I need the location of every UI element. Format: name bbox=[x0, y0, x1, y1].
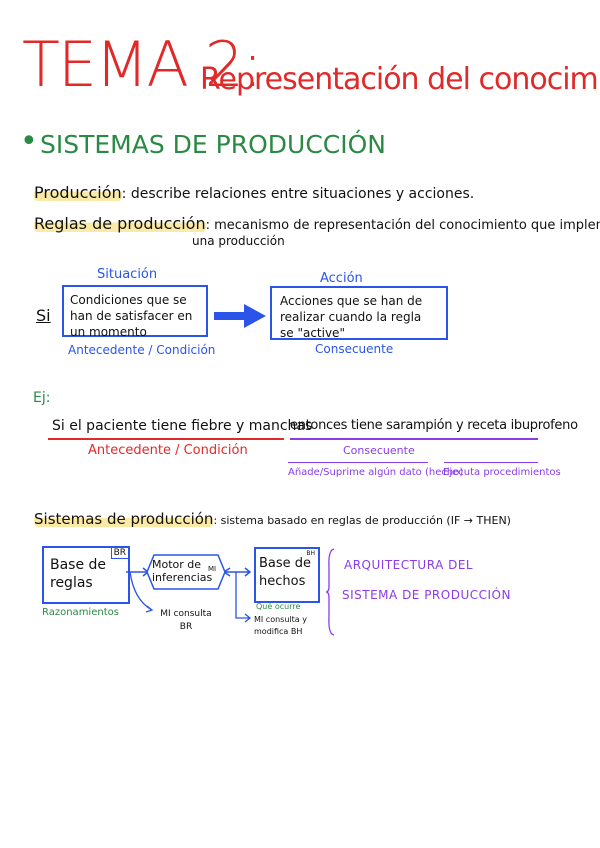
base-reglas-text: Base de reglas bbox=[50, 557, 107, 591]
example-label: Ej: bbox=[33, 390, 51, 406]
title-tema: TEMA 2: bbox=[22, 28, 263, 101]
consequent-label: Consecuente bbox=[315, 342, 394, 356]
definition-text: : sistema basado en reglas de producción… bbox=[213, 514, 511, 527]
definition-text: : describe relaciones entre situaciones … bbox=[121, 186, 475, 202]
title-subtitle: Representación del conocimiento bbox=[200, 62, 600, 97]
brace bbox=[326, 548, 335, 636]
consequent-underline bbox=[290, 438, 538, 440]
definition-text: : mecanismo de representación del conoci… bbox=[205, 218, 600, 233]
example-consequent: entonces tiene sarampión y receta ibupro… bbox=[290, 418, 578, 433]
section-heading: SISTEMAS DE PRODUCCIÓN bbox=[40, 130, 386, 159]
motor-hexagon bbox=[146, 554, 226, 590]
arch-line2: SISTEMA DE PRODUCCIÓN bbox=[342, 588, 511, 602]
antecedent-label: Antecedente / Condición bbox=[68, 343, 216, 357]
term: Reglas de producción bbox=[34, 214, 206, 233]
term: Sistemas de producción bbox=[34, 510, 214, 528]
base-hechos-text: Base de hechos bbox=[259, 556, 312, 589]
definition-reglas: Reglas de producción: mecanismo de repre… bbox=[34, 214, 600, 233]
example-antecedent: Si el paciente tiene fiebre y manchas bbox=[52, 418, 313, 434]
br-tag: BR bbox=[110, 548, 128, 559]
antecedent-underline bbox=[48, 438, 284, 440]
bh-note: Qué ocurre bbox=[256, 602, 301, 611]
bh-tag: BH bbox=[306, 550, 315, 557]
sub-underline-1 bbox=[288, 462, 428, 463]
mi-note: MI consulta BR bbox=[160, 609, 212, 632]
term: Producción bbox=[34, 183, 122, 202]
br-note: Razonamientos bbox=[42, 607, 119, 618]
bullet: • bbox=[20, 124, 38, 159]
example-sub1: Añade/Suprime algún dato (hecho) bbox=[288, 467, 464, 478]
motor-text: Motor de inferencias bbox=[152, 558, 213, 584]
condition-text: Condiciones que se han de satisfacer en … bbox=[70, 293, 193, 339]
sub-underline-2 bbox=[444, 462, 538, 463]
mi-tag: MI bbox=[208, 565, 217, 573]
arch-line1: ARQUITECTURA DEL bbox=[344, 558, 474, 572]
definition-produccion: Producción: describe relaciones entre si… bbox=[34, 183, 474, 202]
base-reglas-box: Base de reglas BR bbox=[42, 546, 130, 604]
base-hechos-box: Base de hechos BH bbox=[254, 547, 320, 603]
situacion-label: Situación bbox=[97, 267, 158, 282]
example-antecedent-label: Antecedente / Condición bbox=[88, 443, 248, 458]
example-sub2: Ejecuta procedimientos bbox=[443, 467, 561, 478]
accion-label: Acción bbox=[320, 271, 363, 286]
condition-box: Condiciones que se han de satisfacer en … bbox=[62, 285, 208, 339]
bh-note2: MI consulta y modifica BH bbox=[254, 615, 307, 636]
action-box: Acciones que se han de realizar cuando l… bbox=[270, 286, 448, 340]
action-text: Acciones que se han de realizar cuando l… bbox=[280, 294, 423, 340]
si-label: Si bbox=[36, 306, 51, 325]
arrow-right-icon bbox=[214, 304, 266, 328]
definition-sistemas: Sistemas de producción: sistema basado e… bbox=[34, 510, 511, 528]
definition-text-cont: una producción bbox=[192, 234, 285, 248]
example-consequent-label: Consecuente bbox=[343, 444, 415, 457]
